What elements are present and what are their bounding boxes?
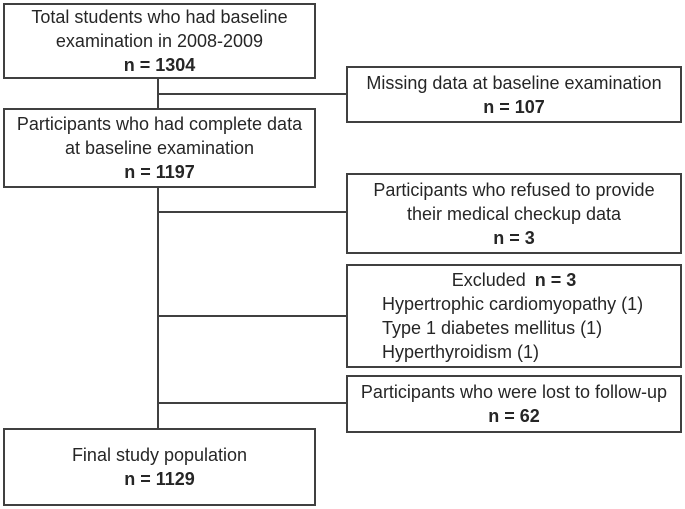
box-excluded: Excluded n = 3 Hypertrophic cardiomyopath… — [346, 264, 682, 368]
n-value: n = 1304 — [123, 55, 196, 75]
n-value: n = 107 — [483, 96, 545, 117]
box-lost-followup: Participants who were lost to follow-up … — [346, 375, 682, 433]
box-text-line: Total students who had baseline — [31, 7, 288, 27]
excluded-item: Type 1 diabetes mellitus (1) — [382, 318, 603, 338]
box-final-population: Final study population n = 1129 — [3, 428, 316, 506]
n-value: n = 1129 — [124, 469, 195, 489]
box-refused-checkup: Participants who refused to provide thei… — [346, 173, 682, 254]
box-text-line: at baseline examination — [64, 138, 255, 158]
box-text-line: their medical checkup data — [406, 203, 622, 224]
box-text-line: Missing data at baseline examination — [366, 72, 662, 93]
connector-branch-refused — [158, 211, 346, 213]
connector-spine-main — [157, 188, 159, 428]
box-complete-data: Participants who had complete data at ba… — [3, 108, 316, 188]
box-text-line: Excluded n = 3 — [348, 268, 680, 292]
box-text-line: Final study population — [71, 445, 248, 465]
connector-branch-missing-data — [158, 93, 346, 95]
box-text-line: Participants who had complete data — [16, 114, 303, 134]
box-text-line: examination in 2008-2009 — [55, 31, 264, 51]
box-text-line: Participants who refused to provide — [373, 179, 655, 200]
n-value: n = 3 — [493, 227, 535, 248]
box-total-students: Total students who had baseline examinat… — [3, 3, 316, 79]
box-text-line: Participants who were lost to follow-up — [360, 382, 668, 402]
n-value: n = 3 — [534, 270, 577, 290]
connector-branch-lost-followup — [158, 402, 346, 404]
excluded-item: Hypertrophic cardiomyopathy (1) — [382, 294, 644, 314]
connector-branch-excluded — [158, 315, 346, 317]
excluded-label: Excluded — [451, 270, 526, 290]
box-missing-data: Missing data at baseline examination n =… — [346, 66, 682, 123]
n-value: n = 1197 — [124, 162, 195, 182]
n-value: n = 62 — [488, 406, 540, 426]
excluded-item: Hyperthyroidism (1) — [382, 342, 540, 362]
